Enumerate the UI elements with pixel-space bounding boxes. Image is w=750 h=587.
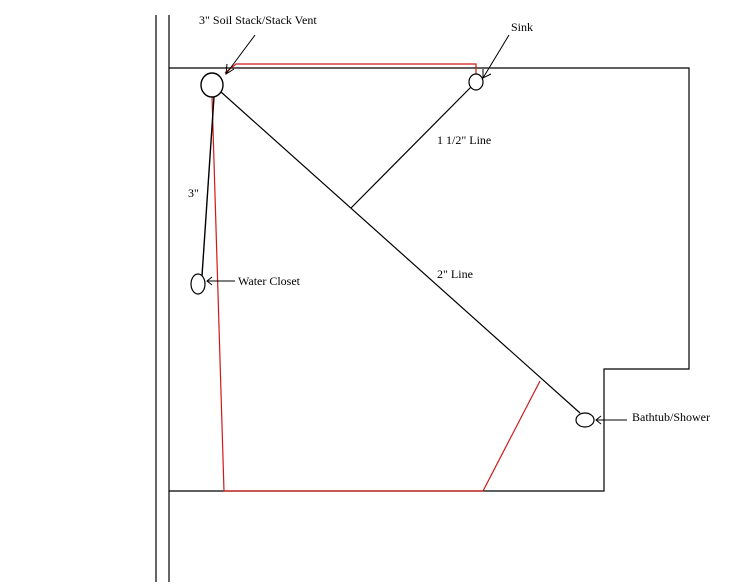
- water-closet-fixture: [190, 273, 206, 295]
- room-outline: [169, 67, 690, 492]
- bathtub-fixture: [575, 412, 595, 428]
- bathtub-label: Bathtub/Shower: [632, 410, 710, 424]
- soil-stack-fixture: [200, 72, 224, 98]
- water-closet-arrow: [206, 276, 235, 286]
- sink-fixture: [468, 73, 484, 91]
- three-inch-line: [201, 96, 215, 277]
- three-inch-label: 3": [188, 186, 199, 200]
- one-and-half-inch-line: [350, 85, 473, 209]
- one-and-half-inch-line-label: 1 1/2" Line: [437, 133, 491, 147]
- two-inch-line-label: 2" Line: [437, 267, 473, 281]
- bathtub-arrow: [595, 415, 627, 425]
- water-closet-label: Water Closet: [238, 274, 301, 288]
- stack-arrow: [225, 34, 256, 75]
- sink-arrow: [482, 34, 510, 79]
- soil-stack-label: 3" Soil Stack/Stack Vent: [199, 13, 317, 27]
- sink-label: Sink: [511, 20, 533, 34]
- two-inch-line: [220, 91, 581, 414]
